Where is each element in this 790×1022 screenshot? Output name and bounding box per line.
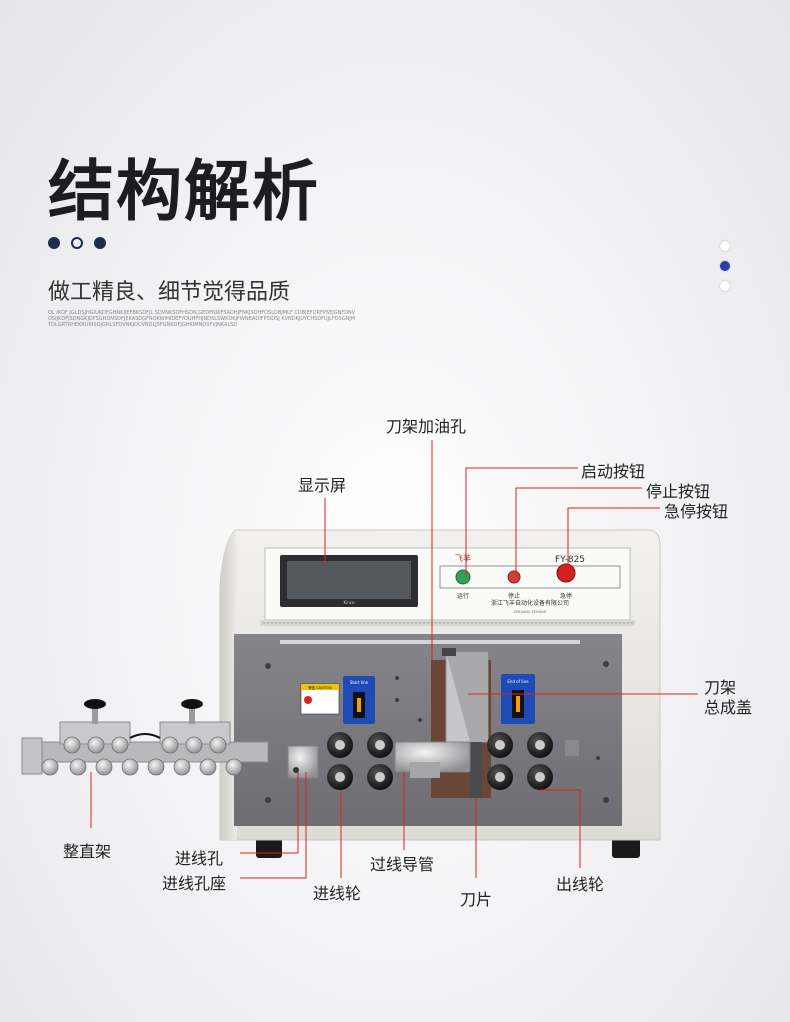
dot-hollow (71, 237, 83, 249)
side-nav-dot-1[interactable] (720, 241, 730, 251)
svg-text:End of line: End of line (507, 679, 529, 684)
blade (470, 742, 482, 798)
callout-outlet-wheel: 出线轮 (556, 875, 605, 894)
callout-inlet-hole: 进线孔 (175, 849, 224, 868)
callout-blade: 刀片 (460, 890, 493, 909)
side-page-indicator (720, 241, 730, 291)
callout-blade-holder-line2: 总成盖 (704, 698, 753, 717)
decorative-dots (48, 237, 106, 249)
straightener (21, 699, 269, 776)
callout-blade-holder-line1: 刀架 (704, 678, 737, 697)
side-nav-dot-3[interactable] (720, 281, 730, 291)
callout-oil-hole: 刀架加油孔 (386, 417, 467, 436)
inlet-hole-seat (287, 745, 319, 779)
callout-stop-button: 停止按钮 (646, 482, 711, 501)
estop-button (556, 563, 576, 583)
callout-inlet-hole-seat: 进线孔座 (162, 874, 227, 893)
inlet-hole (293, 767, 299, 773)
svg-text:警告 CAUTION: 警告 CAUTION (308, 685, 332, 690)
dot-filled (94, 237, 106, 249)
callout-guide-tube: 过线导管 (370, 855, 435, 874)
decorative-tiny-text: OL IKDF JGLDSJHGIUKDFGHNKIJEFBKSDFJL SDV… (48, 310, 356, 328)
inlet-wheels (327, 732, 393, 790)
run-label: 运行 (457, 592, 469, 600)
company-sub: ZHEJIANG FEIYANG (514, 610, 547, 614)
stop-label: 停止 (508, 592, 520, 600)
display-screen (287, 561, 411, 599)
stop-button (507, 570, 521, 584)
callout-estop-button: 急停按钮 (664, 502, 729, 521)
page-subtitle: 做工精良、细节觉得品质 (48, 280, 291, 305)
screen-brand: Kinco (344, 600, 355, 605)
company-name: 浙江飞羊自动化设备有限公司 (491, 599, 569, 607)
model-label: FY-825 (555, 555, 585, 565)
dot-filled (48, 237, 60, 249)
start-button (455, 569, 471, 585)
outlet-wheels (487, 732, 553, 790)
page-title: 结构解析 (48, 153, 320, 230)
callout-inlet-wheel: 进线轮 (313, 884, 362, 903)
svg-text:Start line: Start line (350, 680, 369, 685)
brand-mark: 飞羊 (455, 553, 471, 563)
callout-start-button: 启动按钮 (581, 462, 646, 481)
callout-display: 显示屏 (298, 476, 347, 495)
estop-label: 急停 (560, 592, 572, 600)
callout-straightener: 整直架 (63, 842, 112, 861)
side-nav-dot-2-active[interactable] (720, 261, 730, 271)
oil-hole (442, 648, 456, 656)
front-grey-panel (234, 634, 622, 826)
